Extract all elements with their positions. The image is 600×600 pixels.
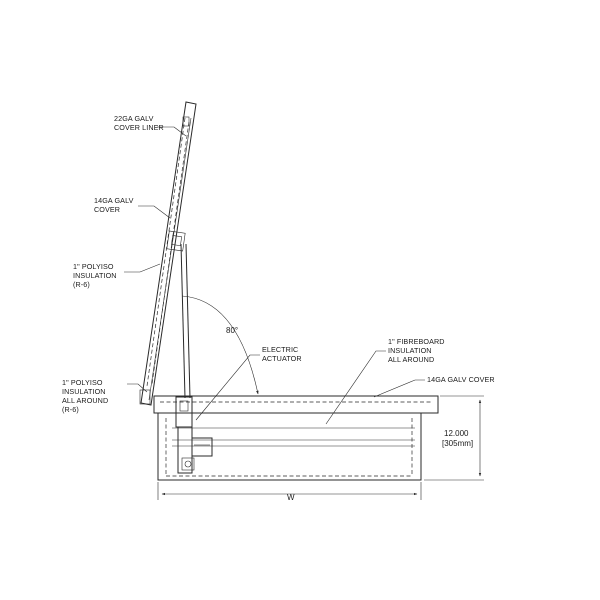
- polyiso-curb-label: 1" POLYISO INSULATION ALL AROUND (R-6): [62, 378, 110, 414]
- width-dimension: [157, 482, 422, 500]
- open-cover: [139, 101, 197, 406]
- actuator-label: ELECTRIC ACTUATOR: [262, 345, 302, 363]
- angle-arc: 80°: [181, 295, 259, 395]
- angle-label: 80°: [226, 326, 238, 335]
- height-dimension: [424, 395, 484, 481]
- curb-body: [153, 395, 439, 481]
- height-dimension-label: 12.000 [305mm]: [442, 429, 473, 448]
- width-dimension-label: W: [287, 493, 295, 502]
- galv-cover-label: 14GA GALV COVER: [427, 375, 495, 384]
- leader-lines: [124, 126, 425, 425]
- cover-label: 14GA GALV COVER: [94, 196, 136, 214]
- actuator-strut: [180, 243, 191, 399]
- cover-liner-label: 22GA GALV COVER LINER: [114, 114, 164, 132]
- fibreboard-label: 1" FIBREBOARD INSULATION ALL AROUND: [388, 337, 447, 364]
- polyiso-cover-label: 1" POLYISO INSULATION (R-6): [73, 262, 119, 289]
